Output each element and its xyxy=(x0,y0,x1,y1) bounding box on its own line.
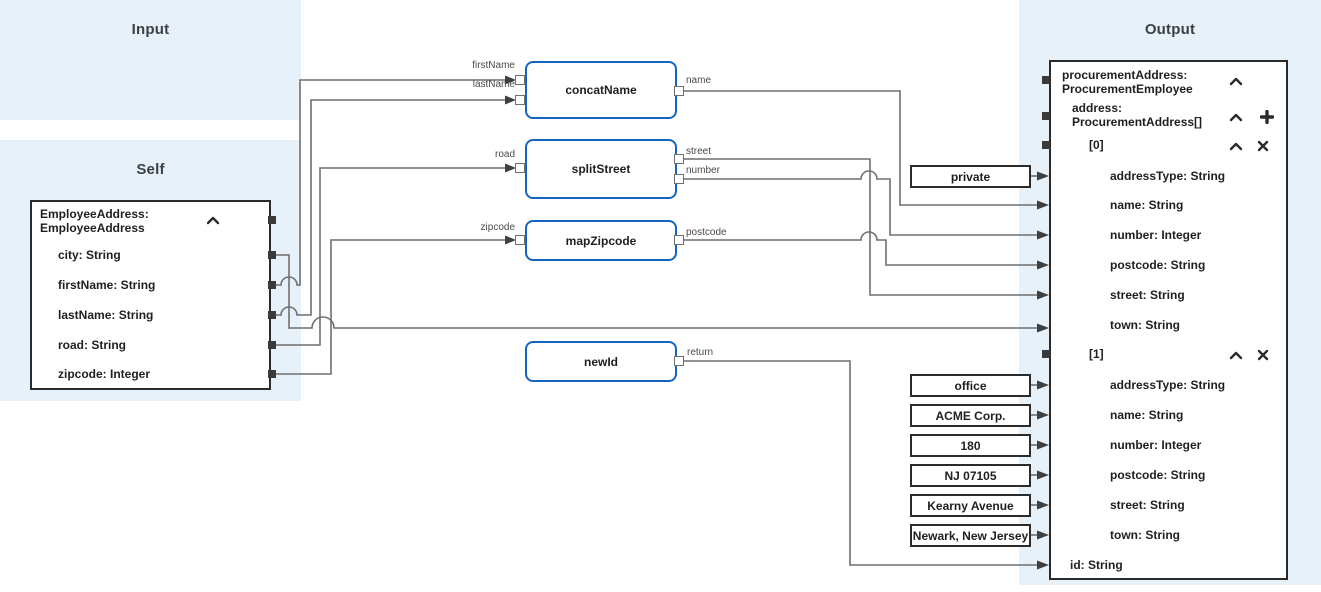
self-field-road[interactable]: road: String xyxy=(58,338,126,352)
output-root-title[interactable]: procurementAddress: ProcurementEmployee xyxy=(1062,68,1193,96)
link-lastName-to-concatName[interactable] xyxy=(272,99,506,316)
output-field-addressType0[interactable]: addressType: String xyxy=(1110,169,1226,183)
function-splitStreet[interactable]: splitStreet xyxy=(525,139,677,199)
function-mapZipcode[interactable]: mapZipcode xyxy=(525,220,677,261)
port-label-name: name xyxy=(686,75,712,86)
constant-acme[interactable]: ACME Corp. xyxy=(910,404,1031,427)
plus-icon[interactable] xyxy=(1259,109,1275,125)
port-concatName-lastName[interactable] xyxy=(515,95,525,105)
port-label-lastName: lastName xyxy=(472,79,515,90)
constant-office[interactable]: office xyxy=(910,374,1031,397)
port-label-road: road xyxy=(494,149,515,160)
output-field-town1[interactable]: town: String xyxy=(1110,528,1180,542)
port-output-root[interactable] xyxy=(1042,76,1050,84)
port-splitStreet-road[interactable] xyxy=(515,163,525,173)
port-mapZipcode-postcode[interactable] xyxy=(674,235,684,245)
constant-kearny[interactable]: Kearny Avenue xyxy=(910,494,1031,517)
function-label: splitStreet xyxy=(571,162,631,176)
port-output-item0[interactable] xyxy=(1042,141,1050,149)
output-address-title[interactable]: address: ProcurementAddress[] xyxy=(1072,101,1203,129)
x-icon[interactable] xyxy=(1257,140,1269,152)
port-self-city[interactable] xyxy=(268,251,276,259)
function-newId[interactable]: newId xyxy=(525,341,677,382)
port-mapZipcode-zipcode[interactable] xyxy=(515,235,525,245)
link-firstName-to-concatName[interactable] xyxy=(272,79,506,286)
self-card-title[interactable]: EmployeeAddress: EmployeeAddress xyxy=(40,207,149,235)
self-card: EmployeeAddress: EmployeeAddress city: S… xyxy=(30,200,271,390)
output-field-postcode1[interactable]: postcode: String xyxy=(1110,468,1206,482)
output-field-postcode0[interactable]: postcode: String xyxy=(1110,258,1206,272)
port-output-item1[interactable] xyxy=(1042,350,1050,358)
input-panel-title: Input xyxy=(131,21,170,38)
port-self-root[interactable] xyxy=(268,216,276,224)
input-panel: Input xyxy=(0,0,301,120)
output-field-addressType1[interactable]: addressType: String xyxy=(1110,378,1226,392)
function-label: newId xyxy=(583,354,618,369)
port-concatName-firstName[interactable] xyxy=(515,75,525,85)
link-zipcode-to-mapZipcode[interactable] xyxy=(272,239,506,375)
output-field-town0[interactable]: town: String xyxy=(1110,318,1180,332)
port-label-firstName: firstName xyxy=(472,60,515,71)
function-label: concatName xyxy=(565,83,637,97)
output-field-street1[interactable]: street: String xyxy=(1110,498,1185,512)
constant-nj07105[interactable]: NJ 07105 xyxy=(910,464,1031,487)
chevron-up-icon[interactable] xyxy=(1229,350,1243,360)
x-icon[interactable] xyxy=(1257,349,1269,361)
port-concatName-name[interactable] xyxy=(674,86,684,96)
constant-180[interactable]: 180 xyxy=(910,434,1031,457)
chevron-up-icon[interactable] xyxy=(1229,76,1243,86)
port-self-firstName[interactable] xyxy=(268,281,276,289)
output-item-0[interactable]: [0] xyxy=(1089,138,1104,152)
function-label: mapZipcode xyxy=(565,233,637,248)
link-postcode-to-postcode0[interactable] xyxy=(684,231,1038,266)
output-field-number1[interactable]: number: Integer xyxy=(1110,438,1202,452)
output-item-1[interactable]: [1] xyxy=(1089,347,1104,361)
self-field-zipcode[interactable]: zipcode: Integer xyxy=(58,367,151,381)
port-label-postcode: postcode xyxy=(686,227,727,238)
port-label-return: return xyxy=(687,347,714,358)
link-city-to-town0[interactable] xyxy=(272,254,1038,329)
link-road-to-splitStreet[interactable] xyxy=(272,167,506,346)
output-panel-title: Output xyxy=(1144,21,1196,38)
output-field-name0[interactable]: name: String xyxy=(1110,198,1184,212)
output-field-street0[interactable]: street: String xyxy=(1110,288,1185,302)
port-self-road[interactable] xyxy=(268,341,276,349)
port-self-zipcode[interactable] xyxy=(268,370,276,378)
output-field-id[interactable]: id: String xyxy=(1070,558,1123,572)
port-newId-return[interactable] xyxy=(674,356,684,366)
chevron-up-icon[interactable] xyxy=(1229,112,1243,122)
output-field-number0[interactable]: number: Integer xyxy=(1110,228,1202,242)
self-field-lastName[interactable]: lastName: String xyxy=(58,308,154,322)
port-splitStreet-street[interactable] xyxy=(674,154,684,164)
constant-private[interactable]: private xyxy=(910,165,1031,188)
port-self-lastName[interactable] xyxy=(268,311,276,319)
output-field-name1[interactable]: name: String xyxy=(1110,408,1184,422)
port-splitStreet-number[interactable] xyxy=(674,174,684,184)
self-field-city[interactable]: city: String xyxy=(58,248,121,262)
chevron-up-icon[interactable] xyxy=(206,215,220,225)
function-concatName[interactable]: concatName xyxy=(525,61,677,119)
chevron-up-icon[interactable] xyxy=(1229,141,1243,151)
output-card: procurementAddress: ProcurementEmployee … xyxy=(1049,60,1288,580)
port-label-zipcode: zipcode xyxy=(480,222,515,233)
self-field-firstName[interactable]: firstName: String xyxy=(58,278,156,292)
self-panel-title: Self xyxy=(136,161,165,178)
constant-newark[interactable]: Newark, New Jersey xyxy=(910,524,1031,547)
port-label-number: number xyxy=(686,165,720,176)
port-output-address[interactable] xyxy=(1042,112,1050,120)
port-label-street: street xyxy=(686,146,712,157)
